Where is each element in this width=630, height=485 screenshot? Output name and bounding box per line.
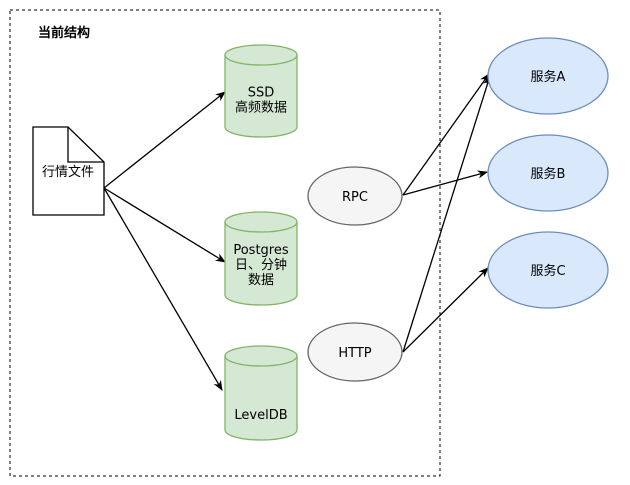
node-label: 服务A	[531, 69, 566, 85]
node-label-line: 服务B	[531, 166, 566, 182]
edges	[103, 73, 492, 391]
market-data-file-node: 行情文件	[32, 126, 105, 216]
frame-title: 当前结构	[38, 25, 90, 41]
node-label: LevelDB	[234, 408, 287, 423]
http-node: HTTP	[307, 322, 403, 382]
node-label: RPC	[342, 190, 368, 205]
node-label-line: SSD	[248, 86, 275, 101]
ellipse-shape	[307, 166, 403, 226]
node-label-line: 高频数据	[235, 100, 287, 116]
node-label-line: Postgres	[233, 243, 289, 258]
cylinder-lid	[224, 355, 298, 367]
service-c-node: 服务C	[487, 231, 609, 309]
current-structure-frame	[9, 9, 441, 477]
node-label-line: RPC	[342, 190, 368, 205]
node-label: 行情文件	[42, 165, 94, 180]
node-label: HTTP	[338, 346, 371, 361]
ellipse-shape	[487, 37, 609, 115]
edge-rpc-to-service-a	[402, 73, 490, 196]
node-label-line: 数据	[248, 273, 274, 288]
cylinder-lid	[224, 221, 298, 233]
edge-rpc-to-service-b	[402, 170, 489, 196]
edge-http-to-service-c	[402, 267, 489, 353]
ellipse-shape	[487, 231, 609, 309]
service-b-node: 服务B	[487, 134, 609, 212]
node-label: 服务C	[530, 263, 565, 279]
rpc-node: RPC	[307, 166, 403, 226]
ellipse-shape	[487, 134, 609, 212]
node-label-line: 服务A	[531, 69, 566, 85]
node-label-line: LevelDB	[234, 408, 287, 423]
node-label-line: HTTP	[338, 346, 371, 361]
leveldb-database-node: LevelDB	[224, 345, 298, 441]
cylinder-body	[224, 211, 298, 306]
edge-doc-to-ssd	[103, 91, 226, 189]
edge-doc-to-postgres	[103, 187, 226, 263]
service-a-node: 服务A	[487, 37, 609, 115]
ellipse-shape	[307, 322, 403, 382]
node-label-line: 服务C	[530, 263, 565, 279]
node-label-line: 日、分钟	[235, 257, 287, 273]
cylinder-body	[224, 44, 298, 138]
edge-http-to-service-a	[402, 75, 492, 353]
cylinder-lid	[224, 54, 298, 66]
edge-doc-to-leveldb	[103, 187, 223, 391]
node-label: 服务B	[531, 166, 566, 182]
cylinder-body	[224, 345, 298, 441]
